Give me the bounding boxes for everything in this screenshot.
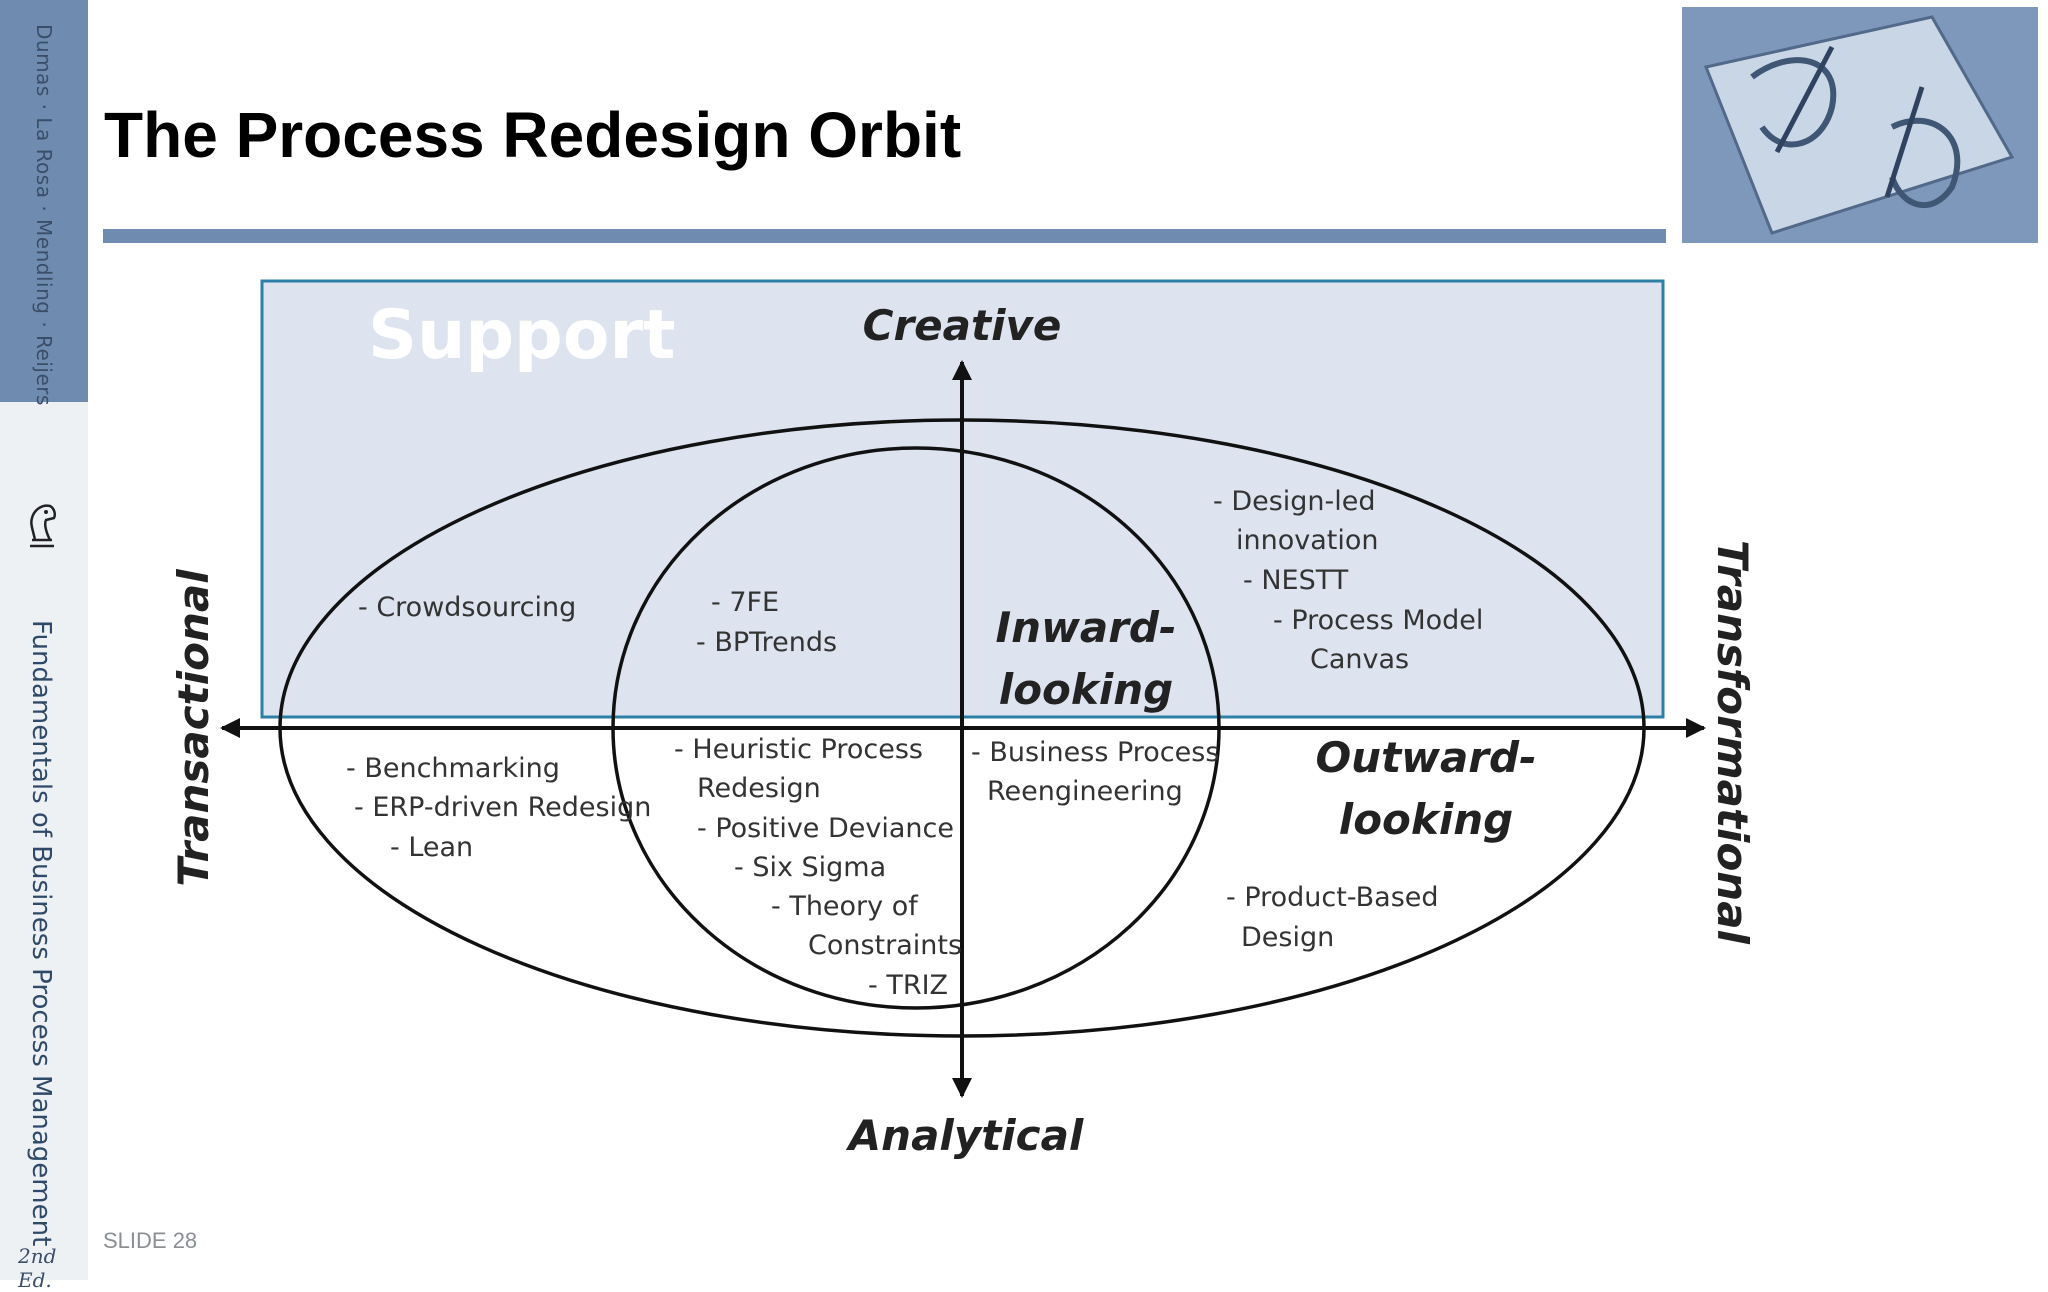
region-label-outward-line2: looking [1339,795,1513,844]
region-label-inward-line2: looking [999,665,1173,714]
knight-logo-icon [30,504,57,548]
method-item: Constraints [808,930,962,961]
method-item: - NESTT [1243,565,1349,596]
method-item: - Positive Deviance [697,813,954,844]
method-item: - Benchmarking [346,753,560,784]
method-item: Redesign [697,773,821,804]
method-item: - ERP-driven Redesign [354,792,651,823]
method-item: - TRIZ [868,970,948,1001]
method-item: - 7FE [711,587,779,618]
method-item: Design [1241,922,1334,953]
slide-number: SLIDE 28 [103,1228,198,1253]
title-underline-bar [103,229,1666,243]
method-item: Canvas [1310,644,1409,675]
method-item: - Business Process [971,737,1219,768]
method-item: - Theory of [771,891,919,922]
method-item: innovation [1236,525,1379,556]
method-item: - BPTrends [696,627,837,658]
region-label-inward-line1: Inward- [996,603,1177,652]
method-item: - Lean [390,832,473,863]
method-item: - Crowdsourcing [358,592,576,623]
sidebar-header-band [0,0,88,402]
method-item: - Design-led [1213,486,1376,517]
slide-title: The Process Redesign Orbit [104,99,962,171]
method-item: - Process Model [1273,605,1483,636]
axis-label-transactional: Transactional [169,569,218,887]
method-item: - Heuristic Process [674,734,923,765]
axis-label-creative: Creative [863,301,1062,350]
axis-label-analytical: Analytical [846,1111,1084,1160]
sidebar: Dumas · La Rosa · Mendling · Reijers Fun… [0,0,88,1292]
method-item: - Product-Based [1226,882,1439,913]
axis-label-transformational: Transformational [1708,540,1757,945]
drawing-hands-photo [1682,7,2038,243]
support-label: Support [368,296,676,375]
region-label-outward-line1: Outward- [1315,733,1536,782]
method-item: - Six Sigma [734,852,886,883]
method-item: Reengineering [987,776,1183,807]
